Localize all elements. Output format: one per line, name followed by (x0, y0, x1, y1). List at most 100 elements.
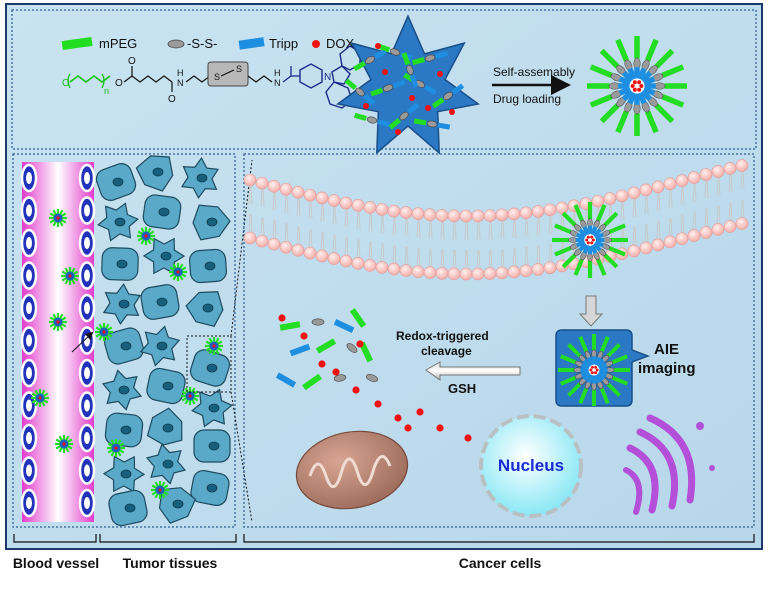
top-panel-frame (11, 9, 757, 150)
core-dox (591, 238, 595, 242)
lipid-head (375, 261, 389, 274)
lipid-head (435, 267, 449, 280)
star-polymer (388, 102, 420, 130)
lipid-head (243, 231, 257, 245)
core-dox (594, 371, 598, 375)
dox-dot (449, 109, 455, 115)
tumor-nucleus (156, 297, 168, 307)
dox-dot (363, 103, 369, 109)
star-polymer (411, 50, 449, 66)
tumor-nucleus (112, 177, 124, 187)
legend-ss-label: -S-S- (187, 36, 217, 51)
dox-dot (382, 69, 388, 75)
mpeg-fragment (315, 338, 337, 354)
disulfide-fragment (311, 318, 325, 326)
micelle-arm (554, 223, 586, 240)
dox-dot (352, 386, 360, 394)
small-micelle (49, 209, 67, 227)
dox-dot (375, 43, 381, 49)
micelle-arm (561, 242, 588, 269)
star-aggregate (335, 14, 481, 155)
micelle-arm (637, 38, 659, 81)
lipid-head (267, 179, 281, 193)
lipid-head (255, 176, 269, 190)
tumor-nucleus (120, 469, 132, 479)
lipid-head (519, 206, 533, 220)
small-micelle (95, 323, 113, 341)
lipid-head (387, 204, 401, 218)
core-dox (590, 235, 594, 239)
micelle-arm (587, 245, 593, 278)
lipid-head (255, 234, 269, 248)
core-dox (632, 87, 637, 92)
micelle-arm (599, 89, 634, 124)
micelle-arm (567, 372, 592, 397)
zoom-guide-bottom (230, 391, 253, 523)
tumor-nucleus (204, 261, 216, 271)
small-micelle (49, 313, 67, 331)
peg-repeat-n: n (104, 86, 109, 96)
legend-mpeg-swatch (61, 36, 93, 51)
small-micelle (169, 263, 187, 281)
small-micelle (31, 389, 49, 407)
tumor-tissues-label: Tumor tissues (123, 555, 218, 571)
peg-oxygen: O (62, 78, 70, 89)
lipid-head (363, 259, 377, 272)
redox-label-1: Redox-triggered (396, 329, 489, 343)
zoom-box (186, 335, 232, 393)
lipid-head (471, 209, 485, 223)
dox-dot (409, 95, 415, 101)
lipid-head (447, 267, 461, 281)
tumor-nucleus (118, 299, 130, 309)
lipid-head (339, 254, 353, 268)
legend-dox-swatch (312, 40, 320, 48)
lipid-head (243, 173, 257, 187)
micelle-arm (633, 36, 641, 79)
cancer-cells-label: Cancer cells (459, 555, 542, 571)
micelle-arm (552, 237, 585, 243)
micelle-arm (644, 82, 687, 90)
lipid-head (639, 241, 653, 255)
released-fragments (275, 308, 566, 498)
tumor-nucleus (120, 341, 132, 351)
micelle-arm (589, 64, 632, 86)
peg-chain (69, 75, 111, 83)
tumor-nucleus (158, 207, 170, 217)
tumor-nucleus (120, 425, 132, 435)
lipid-head (471, 267, 485, 281)
core-dox (586, 235, 590, 239)
nucleus: Nucleus (479, 414, 583, 518)
tumor-nucleus (206, 217, 218, 227)
micelle-arm (567, 343, 592, 368)
benzene-ring (299, 63, 323, 89)
star-polymer (353, 112, 391, 128)
small-micelle (55, 435, 73, 453)
micelle-arm (578, 374, 594, 405)
micelle-arm (642, 64, 685, 86)
lipid-head (411, 265, 425, 279)
micelle-arm (599, 48, 634, 83)
aie-label-2: imaging (638, 360, 696, 377)
micelle-arm (642, 86, 685, 108)
lipid-head (495, 208, 509, 222)
core-dox (589, 368, 593, 372)
endocytosis-arrow (578, 295, 604, 327)
lipid-head (483, 209, 497, 222)
micelle-arm (561, 211, 588, 238)
tripp-fragment (275, 372, 297, 388)
legend-ss-swatch (167, 39, 185, 49)
lipid-head (399, 264, 413, 277)
dox-dot (332, 368, 340, 376)
disulfide-fragment (346, 343, 358, 353)
micelle-arm (591, 334, 597, 365)
cleavage-arrow-group: Redox-triggered cleavage GSH (396, 329, 521, 396)
core-dox (594, 365, 598, 369)
lipid-head (435, 209, 449, 222)
tumor-nucleus (162, 381, 174, 391)
lipid-head (279, 182, 293, 196)
chemical-structure: n O O O O H N S S H N N (62, 45, 361, 109)
small-micelle (181, 387, 199, 405)
core-dox (630, 84, 635, 88)
